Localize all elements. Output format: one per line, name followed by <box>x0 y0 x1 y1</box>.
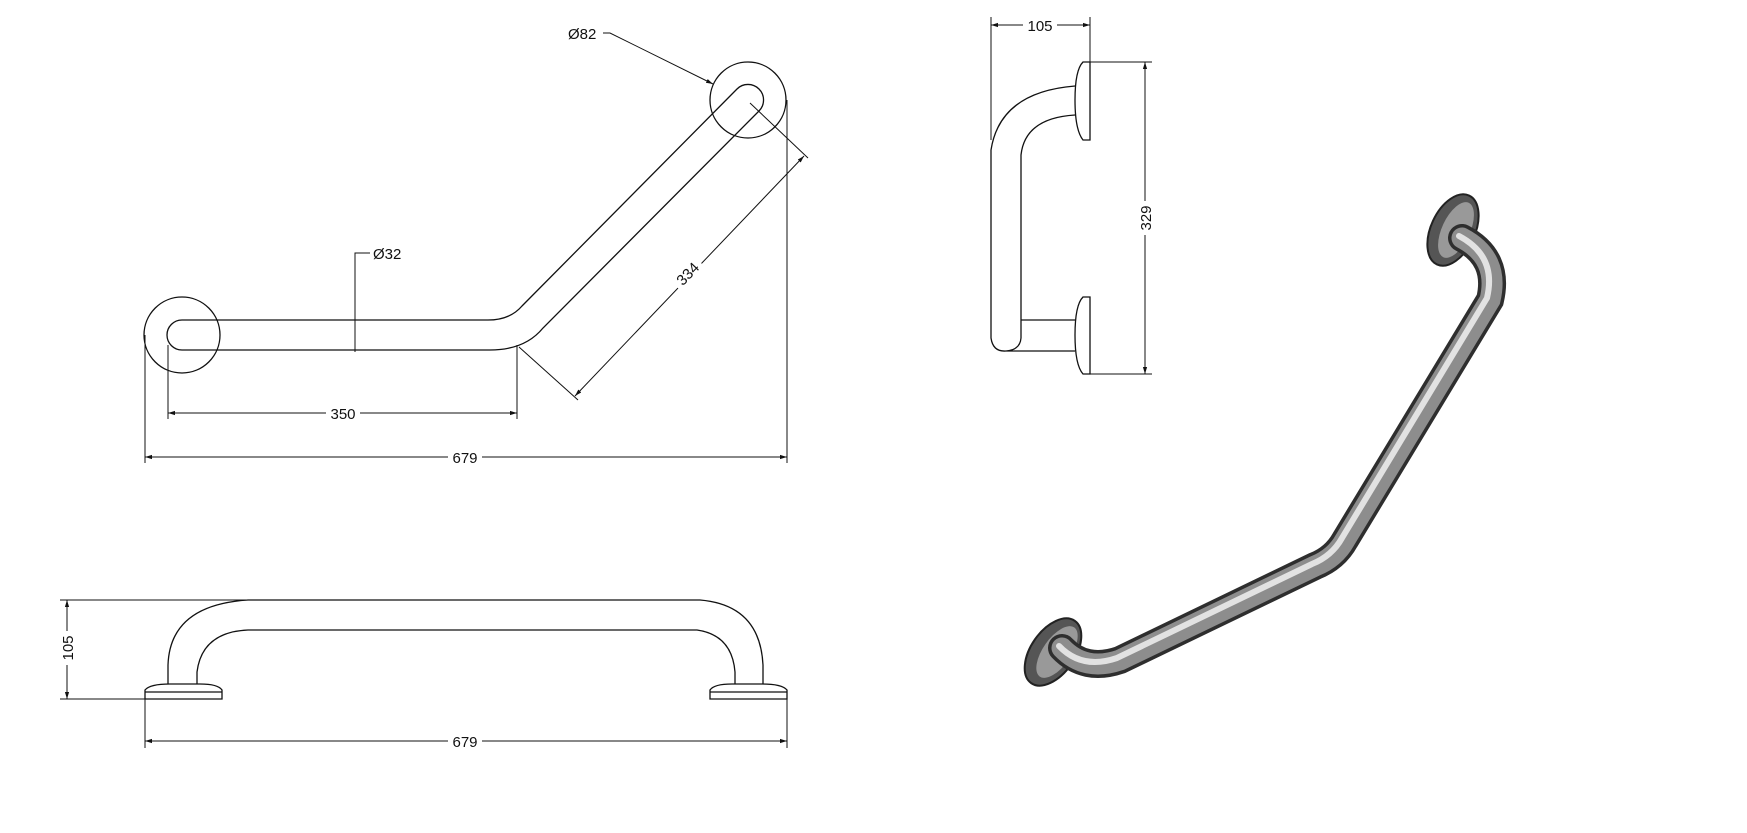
dimension-label-679-front: 679 <box>452 734 477 751</box>
diameter-82-label: Ø82 <box>568 26 596 43</box>
isometric-render <box>1023 193 1507 687</box>
dimension-label-105-front: 105 <box>60 635 77 660</box>
dimension-label-679-top: 679 <box>452 450 477 467</box>
dimension-label-350: 350 <box>330 406 355 423</box>
dimension-label-329: 329 <box>1138 205 1155 230</box>
right-rosette <box>709 61 787 139</box>
side-view: 105 329 <box>990 16 1155 375</box>
top-view: 350 679 334 Ø32 Ø82 <box>143 26 809 467</box>
right-base-plate <box>709 683 788 700</box>
top-rosette-profile <box>1074 61 1091 141</box>
bottom-rosette-profile <box>1074 296 1091 375</box>
left-rosette <box>143 296 221 374</box>
front-view: 105 679 <box>58 599 788 751</box>
diameter-32-label: Ø32 <box>373 246 401 263</box>
diameter-82-leader <box>603 32 714 85</box>
dimension-label-105-side: 105 <box>1027 18 1052 35</box>
render-grab-bar <box>1048 224 1507 678</box>
side-bar-outline <box>990 85 1076 352</box>
grab-bar-outline <box>166 83 765 351</box>
front-bar-outline <box>167 599 764 684</box>
diameter-32-leader <box>354 252 370 352</box>
left-base-plate <box>144 683 223 700</box>
